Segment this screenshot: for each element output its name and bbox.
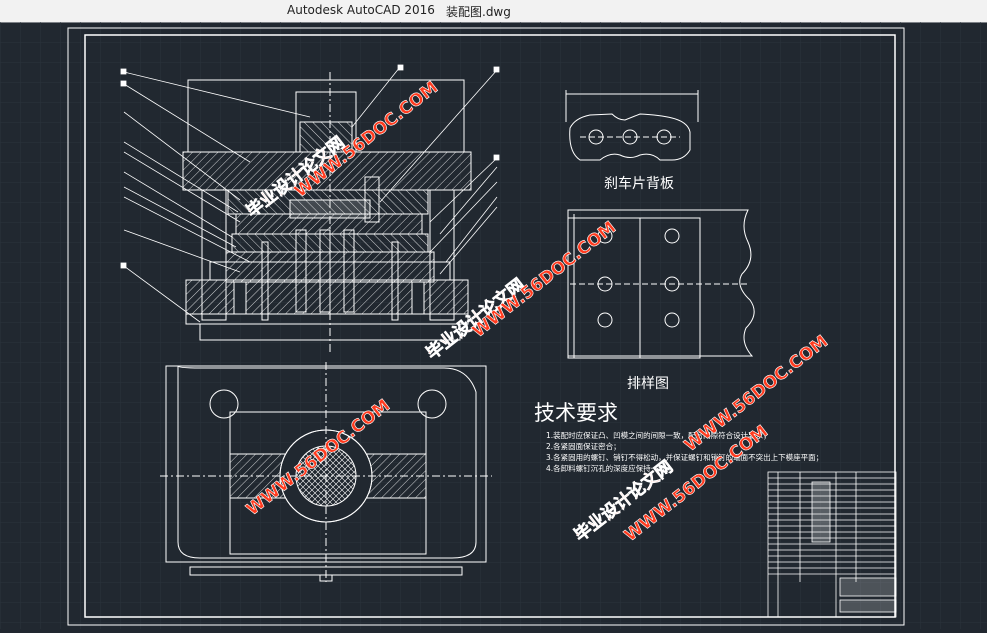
tech-req-item-4: 4.各卸料螺钉沉孔的深度应保持一致。	[546, 463, 673, 473]
brake-pad-label: 刹车片背板	[604, 175, 674, 192]
app-title: Autodesk AutoCAD 2016	[287, 3, 435, 17]
outer-frame	[67, 27, 905, 626]
layout-label: 排样图	[627, 376, 669, 392]
title-bar: Autodesk AutoCAD 2016 装配图.dwg	[0, 0, 987, 23]
tech-req-title: 技术要求	[534, 401, 618, 425]
leader-lines-left	[120, 68, 311, 323]
inner-frame	[84, 34, 896, 618]
tech-req-item-1: 1.装配时应保证凸、凹模之间的间隙一致，配合间隙符合设计要求；	[546, 430, 771, 440]
top-plan-view	[160, 362, 492, 582]
leader-lines-right	[351, 64, 500, 275]
layout-view	[567, 209, 755, 359]
tech-req-item-2: 2.各紧固面保证密合；	[546, 441, 621, 451]
front-section-view	[182, 72, 472, 352]
brake-pad-view	[565, 90, 699, 161]
grid-background	[0, 22, 987, 629]
drawing-svg[interactable]: 刹车片背板 排样图 技术要求 1.装配时应保证凸、凹模之间的间隙一致，配合间隙符…	[0, 22, 987, 629]
drawing-canvas[interactable]: 刹车片背板 排样图 技术要求 1.装配时应保证凸、凹模之间的间隙一致，配合间隙符…	[0, 22, 987, 629]
title-block	[767, 471, 897, 618]
document-title: 装配图.dwg	[446, 5, 511, 19]
tech-req-item-3: 3.各紧固用的螺钉、销钉不得松动，并保证螺钉和销钉的端面不突出上下模座平面；	[546, 452, 823, 462]
